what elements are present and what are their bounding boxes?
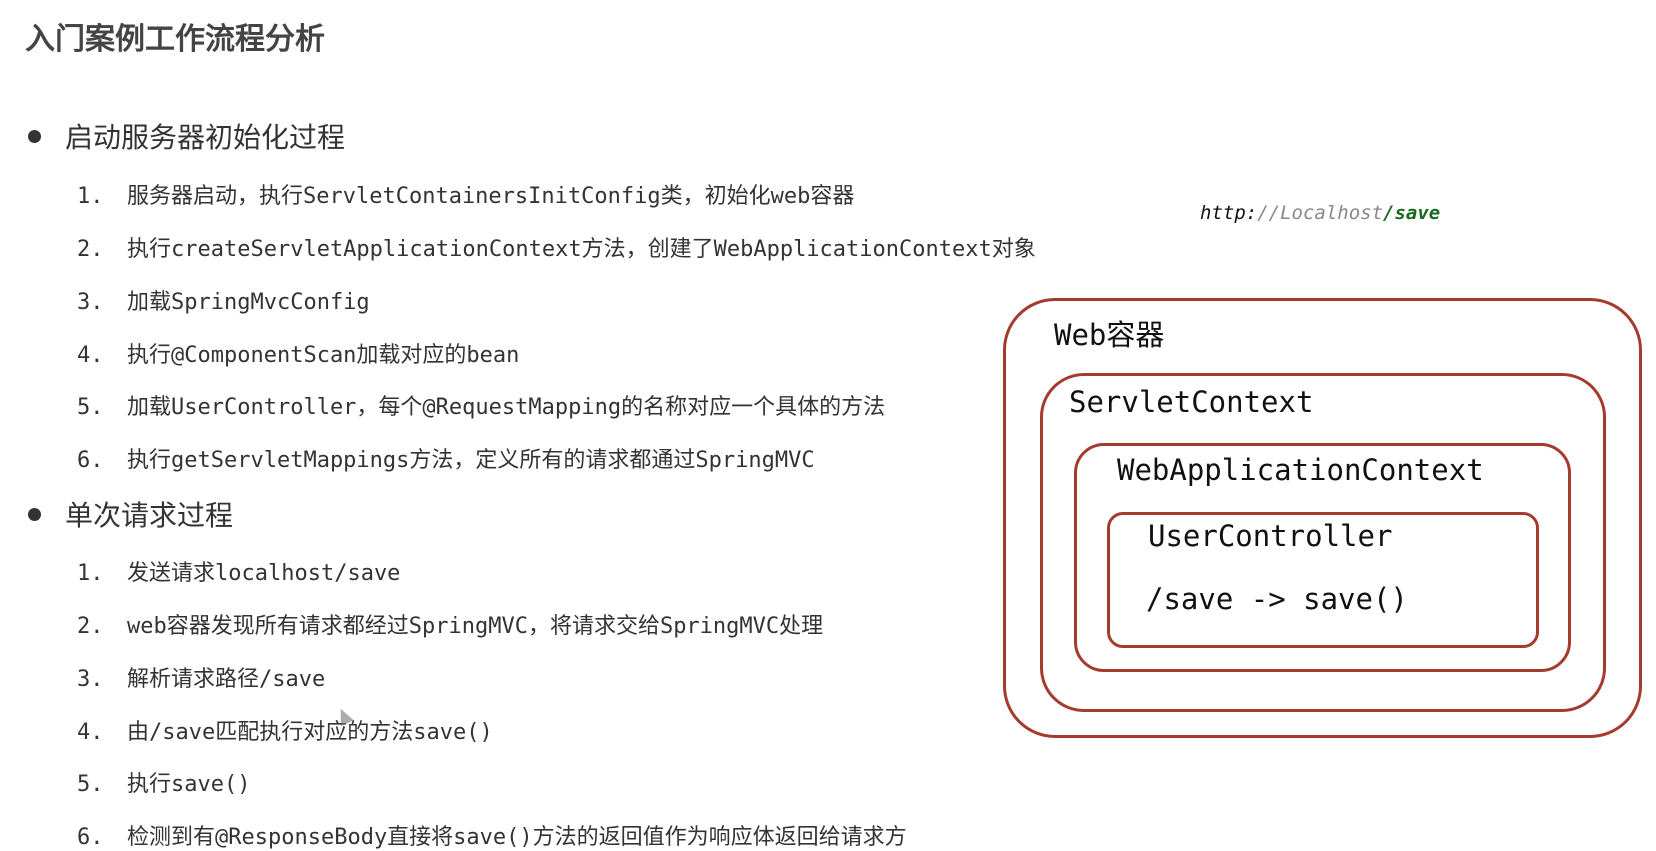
section-heading-text: 启动服务器初始化过程: [65, 121, 346, 154]
item-number: 1.: [77, 561, 104, 586]
list-item: 3. 解析请求路径/save: [77, 661, 325, 693]
item-number: 4.: [77, 343, 104, 368]
list-item: 1. 服务器启动，执行ServletContainersInitConfig类，初…: [77, 178, 854, 210]
item-number: 6.: [77, 825, 104, 850]
item-text: 执行createServletApplicationContext方法，创建了W…: [127, 237, 1036, 262]
list-item: 4. 执行@ComponentScan加载对应的bean: [77, 337, 519, 369]
slide-title: 入门案例工作流程分析: [25, 22, 325, 57]
servlet-context-box: [1040, 373, 1606, 712]
list-item: 2. web容器发现所有请求都经过SpringMVC，将请求交给SpringMVC…: [77, 608, 823, 640]
user-controller-label: UserController: [1148, 519, 1393, 553]
item-text: 执行save(): [127, 772, 251, 797]
web-container-label: Web容器: [1054, 318, 1165, 352]
mapping-label: /save -> save(): [1146, 582, 1408, 616]
item-number: 2.: [77, 614, 104, 639]
list-item: 5. 执行save(): [77, 766, 250, 798]
item-text: 加载SpringMvcConfig: [127, 290, 370, 315]
item-text: web容器发现所有请求都经过SpringMVC，将请求交给SpringMVC处理: [127, 614, 824, 639]
item-text: 加载UserController，每个@RequestMapping的名称对应一…: [127, 395, 886, 420]
url-host: //Localhost: [1257, 202, 1384, 224]
item-number: 1.: [77, 184, 104, 209]
item-number: 6.: [77, 448, 104, 473]
section-heading-startup: 启动服务器初始化过程: [26, 116, 345, 156]
item-number: 5.: [77, 772, 104, 797]
servlet-context-label: ServletContext: [1069, 385, 1314, 419]
item-text: 执行getServletMappings方法，定义所有的请求都通过SpringM…: [127, 448, 815, 473]
item-text: 执行@ComponentScan加载对应的bean: [127, 343, 520, 368]
list-item: 1. 发送请求localhost/save: [77, 555, 400, 587]
item-text: 发送请求localhost/save: [127, 561, 401, 586]
list-item: 3. 加载SpringMvcConfig: [77, 284, 370, 316]
item-number: 2.: [77, 237, 104, 262]
bullet-icon: [28, 507, 41, 521]
section-heading-request: 单次请求过程: [26, 494, 233, 534]
web-application-context-label: WebApplicationContext: [1117, 453, 1484, 487]
item-number: 5.: [77, 395, 104, 420]
list-item: 5. 加载UserController，每个@RequestMapping的名称对…: [77, 389, 885, 421]
item-number: 4.: [77, 720, 104, 745]
item-text: 检测到有@ResponseBody直接将save()方法的返回值作为响应体返回给…: [127, 825, 907, 850]
list-item: 6. 执行getServletMappings方法，定义所有的请求都通过Sprin…: [77, 442, 815, 474]
bullet-icon: [28, 129, 41, 143]
item-text: 服务器启动，执行ServletContainersInitConfig类，初始化…: [127, 184, 855, 209]
list-item: 2. 执行createServletApplicationContext方法，创建…: [77, 231, 1036, 263]
request-url: http://Localhost/save: [1200, 202, 1440, 224]
list-item: 6. 检测到有@ResponseBody直接将save()方法的返回值作为响应体返…: [77, 819, 907, 851]
url-scheme: http:: [1200, 202, 1258, 224]
list-item: 4. 由/save匹配执行对应的方法save(): [77, 714, 493, 746]
web-application-context-box: [1074, 443, 1571, 672]
section-heading-text: 单次请求过程: [65, 499, 234, 532]
web-container-box: [1003, 298, 1642, 738]
user-controller-box: [1107, 512, 1539, 648]
item-text: 解析请求路径/save: [127, 667, 326, 692]
item-number: 3.: [77, 290, 104, 315]
item-number: 3.: [77, 667, 104, 692]
item-text: 由/save匹配执行对应的方法save(): [127, 720, 493, 745]
url-path: /save: [1383, 202, 1441, 224]
